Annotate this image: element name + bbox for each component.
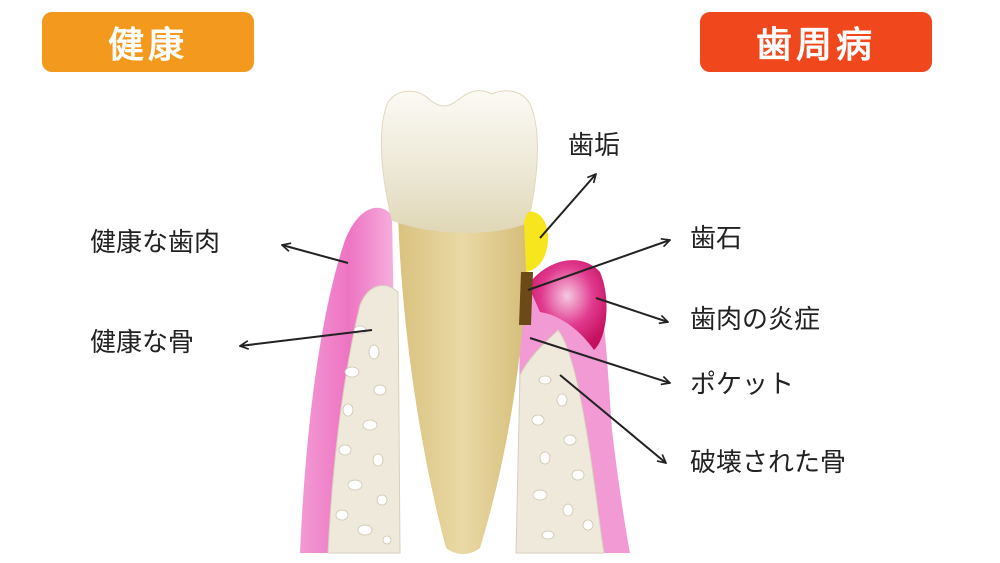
healthy-badge: 健康	[42, 12, 254, 72]
tooth-root-shape	[398, 215, 528, 554]
healthy-gum-label: 健康な歯肉	[90, 228, 221, 258]
gum-inflammation-label: 歯肉の炎症	[690, 305, 821, 335]
tooth-crown-shape	[380, 90, 538, 233]
healthy-bone-shape	[327, 285, 401, 554]
arrow-healthy-gum	[282, 245, 349, 264]
arrow-plaque	[539, 174, 596, 239]
calculus-label: 歯石	[690, 224, 743, 254]
healthy-bone-label: 健康な骨	[90, 328, 195, 358]
plaque-shape	[524, 211, 548, 272]
pocket-label: ポケット	[690, 370, 795, 400]
destroyed-bone-label: 破壊された骨	[690, 448, 847, 478]
periodontal-disease-badge: 歯周病	[700, 12, 932, 72]
arrow-pocket	[529, 337, 670, 383]
arrow-gum-inflammation	[595, 297, 668, 322]
plaque-label: 歯垢	[568, 131, 621, 161]
arrow-healthy-bone	[240, 329, 373, 346]
arrow-calculus	[527, 240, 670, 291]
arrow-destroyed-bone	[559, 374, 666, 463]
bone-texture-left	[335, 325, 392, 545]
bone-texture-right	[531, 375, 594, 540]
calculus-shape	[519, 272, 533, 325]
